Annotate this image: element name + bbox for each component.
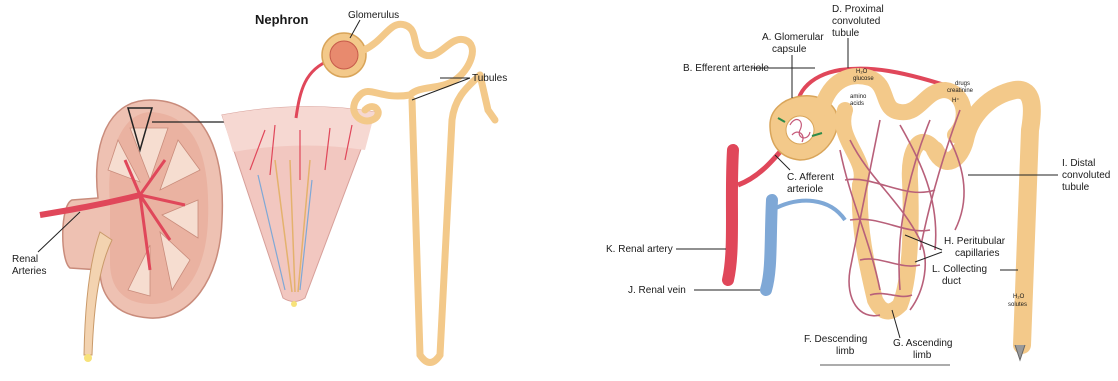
- label-g-line2: limb: [913, 350, 932, 361]
- label-i-line2: convoluted: [1062, 170, 1110, 181]
- h2o-glucose-line1: H₂O: [856, 69, 868, 75]
- h2o-solutes-line2: solutes: [1008, 302, 1027, 308]
- label-a-line1: A. Glomerular: [762, 32, 824, 43]
- amino-acids-line2: acids: [850, 101, 864, 107]
- h-ion-label: H⁺: [952, 97, 960, 104]
- left-panel: Nephron Glomerulus Tubules Renal Arterie…: [12, 10, 507, 363]
- label-g-line1: G. Ascending: [893, 338, 952, 349]
- drugs-creatinine-line2: creatinine: [947, 88, 974, 94]
- label-l-line2: duct: [942, 276, 961, 287]
- kidney-cross-section: [40, 100, 222, 362]
- label-c-line1: C. Afferent: [787, 172, 834, 183]
- right-panel: H₂O glucose amino acids drugs creatinine…: [606, 4, 1110, 365]
- renal-vein-vessel: [766, 200, 772, 290]
- label-a-line2: capsule: [772, 44, 807, 55]
- label-i-line3: tubule: [1062, 182, 1090, 193]
- amino-acids-line1: amino: [850, 94, 867, 100]
- label-d-line3: tubule: [832, 28, 860, 39]
- glomerulus-label: Glomerulus: [348, 10, 399, 21]
- label-h-line2: capillaries: [955, 248, 999, 259]
- h2o-glucose-line2: glucose: [853, 76, 874, 82]
- renal-artery-vessel: [728, 150, 733, 280]
- label-f-line2: limb: [836, 346, 855, 357]
- label-k: K. Renal artery: [606, 244, 673, 255]
- renal-arteries-label-line2: Arteries: [12, 266, 46, 277]
- label-d-line1: D. Proximal: [832, 4, 884, 15]
- drugs-creatinine-line1: drugs: [955, 81, 970, 87]
- label-i-line1: I. Distal: [1062, 158, 1095, 169]
- renal-arteries-label-line1: Renal: [12, 254, 38, 265]
- label-c-line2: arteriole: [787, 184, 824, 195]
- label-f-line1: F. Descending: [804, 334, 867, 345]
- label-h-line1: H. Peritubular: [944, 236, 1006, 247]
- h2o-solutes-line1: H₂O: [1013, 294, 1025, 300]
- label-l-line1: L. Collecting: [932, 264, 987, 275]
- nephron-title: Nephron: [255, 12, 309, 27]
- renal-tissue-wedge: [222, 107, 375, 307]
- label-j: J. Renal vein: [628, 285, 686, 296]
- label-d-line2: convoluted: [832, 16, 880, 27]
- tubules-label: Tubules: [472, 73, 507, 84]
